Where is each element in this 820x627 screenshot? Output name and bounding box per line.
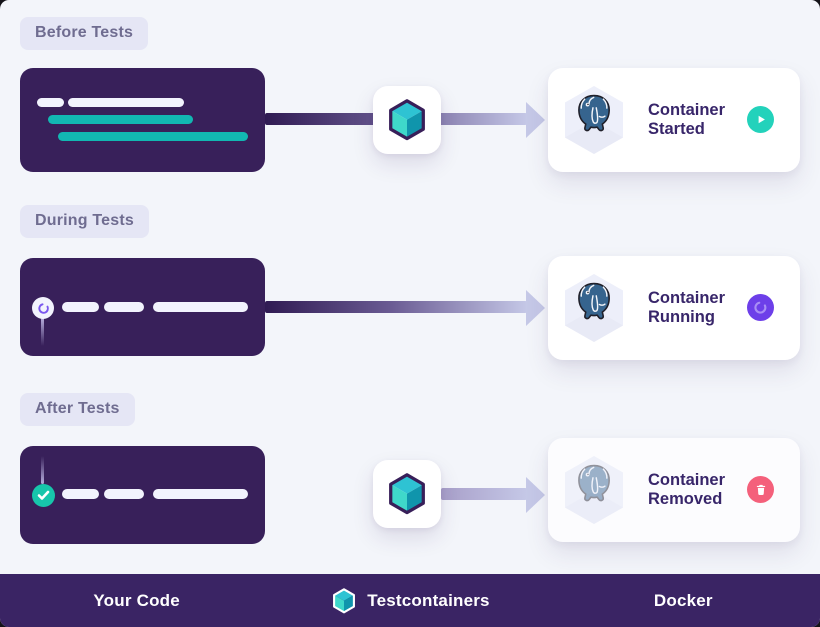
- code-block: [20, 258, 265, 356]
- legend-your-code-label: Your Code: [93, 590, 180, 610]
- legend-your-code: Your Code: [0, 574, 273, 627]
- code-block: [20, 68, 265, 172]
- flow-arrowhead: [526, 477, 545, 513]
- container-status-title: Container Running: [648, 289, 726, 326]
- code-line-bar: [104, 489, 144, 499]
- code-line-bar: [62, 489, 99, 499]
- testcontainers-cube-card: [373, 460, 441, 528]
- code-block: [20, 446, 265, 544]
- play-status-icon: [747, 106, 774, 133]
- flow-arrow: [441, 488, 527, 500]
- container-status-title: Container Started: [648, 101, 726, 138]
- spinner-status-icon: [747, 294, 774, 321]
- trash-status-icon: [747, 476, 774, 503]
- container-status-card: Container Running: [548, 256, 800, 360]
- flow-arrow: [265, 301, 527, 313]
- check-icon: [32, 484, 55, 507]
- testcontainers-cube-icon: [389, 473, 425, 515]
- phase-label-badge: During Tests: [20, 205, 150, 238]
- code-line-bar: [153, 489, 248, 499]
- postgresql-elephant-icon: [565, 86, 623, 154]
- legend-testcontainers-label: Testcontainers: [367, 590, 490, 610]
- phase-label-badge: After Tests: [20, 393, 135, 426]
- testcontainers-cube-icon: [333, 587, 356, 613]
- testcontainers-cube-icon: [389, 99, 425, 141]
- code-line-bar: [104, 302, 144, 312]
- flow-arrowhead: [526, 102, 545, 138]
- code-line-bar-teal: [48, 115, 193, 124]
- legend-testcontainers: Testcontainers: [273, 574, 546, 627]
- legend-docker-label: Docker: [653, 590, 713, 610]
- postgresql-elephant-icon: [565, 274, 623, 342]
- legend-docker: Docker: [547, 574, 820, 627]
- code-line-bar: [37, 98, 64, 107]
- container-status-card: Container Started: [548, 68, 800, 172]
- code-line-bar: [62, 302, 99, 312]
- timeline-tail: [41, 456, 44, 484]
- phase-label-badge: Before Tests: [20, 17, 149, 50]
- container-status-title: Container Removed: [648, 471, 726, 508]
- timeline-tail: [41, 318, 44, 346]
- legend-footer: Your Code Testcontainers Docker: [0, 574, 820, 627]
- container-status-card: Container Removed: [548, 438, 800, 542]
- code-line-bar-teal: [58, 132, 248, 141]
- flow-arrowhead: [526, 290, 545, 326]
- testcontainers-cube-card: [373, 86, 441, 154]
- code-line-bar: [68, 98, 184, 107]
- code-line-bar: [153, 302, 248, 312]
- spinner-icon: [32, 297, 54, 319]
- postgresql-elephant-icon: [565, 456, 623, 524]
